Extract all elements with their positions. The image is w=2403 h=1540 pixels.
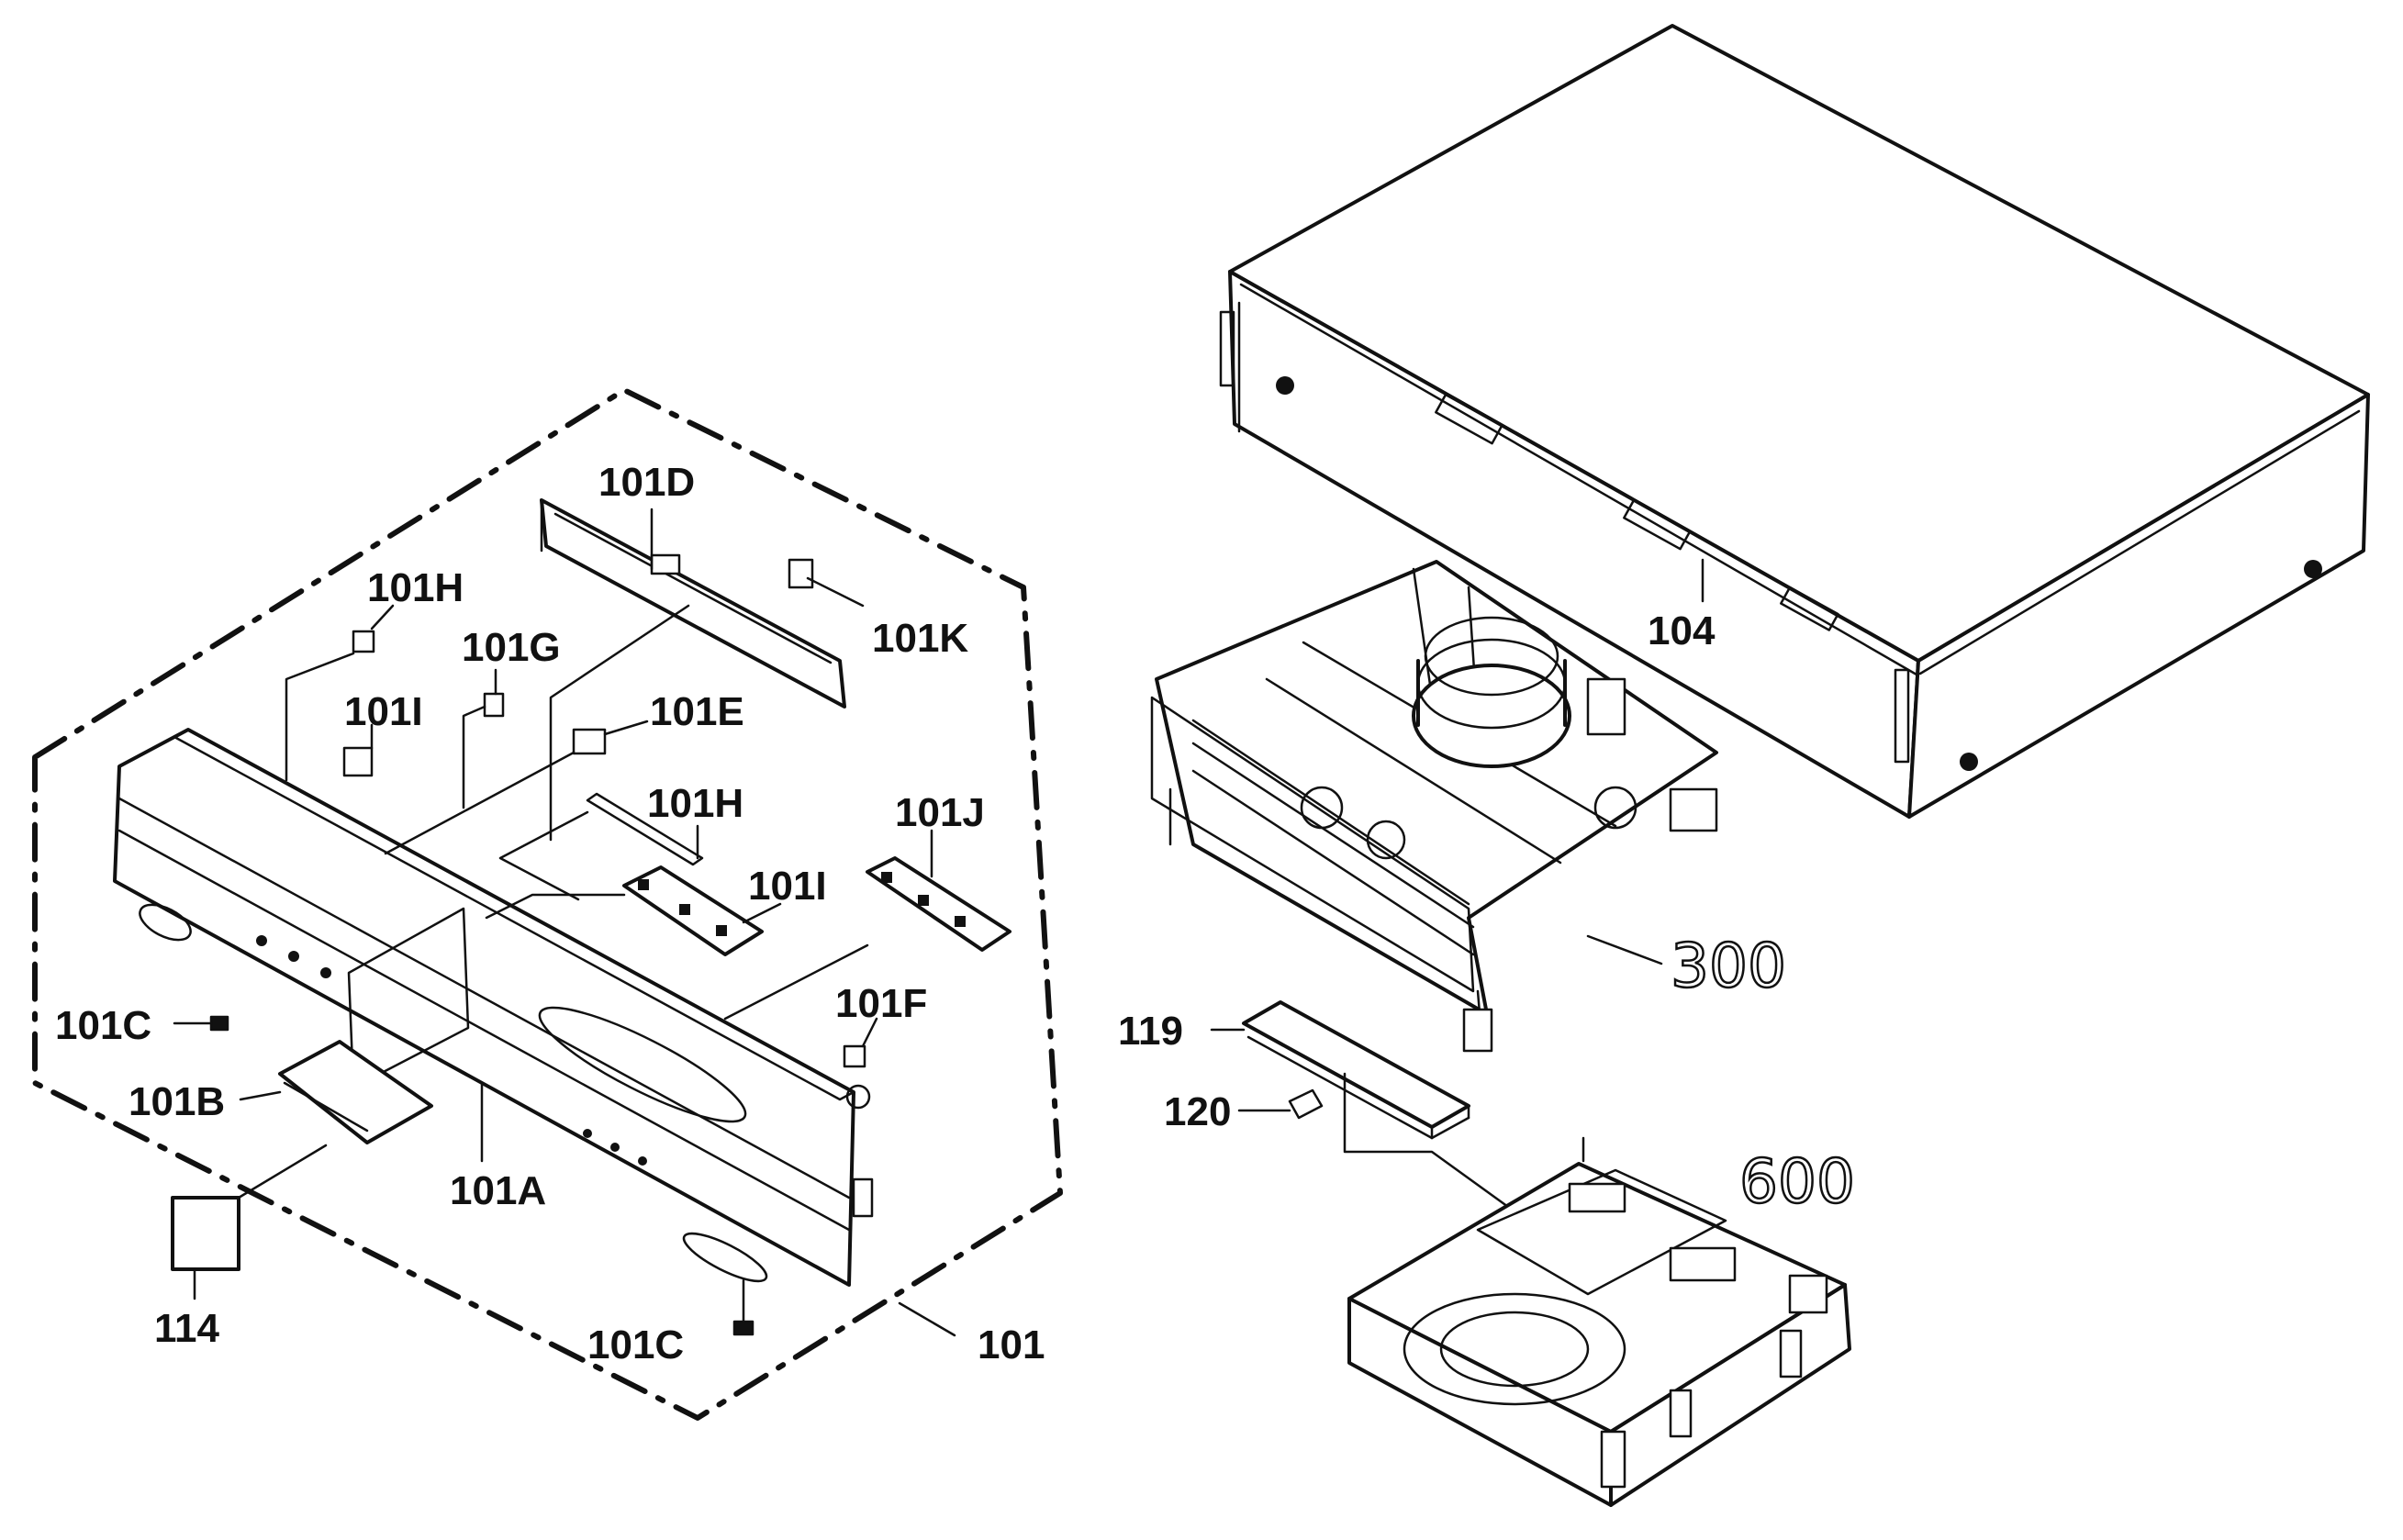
leader-101E [603, 720, 649, 736]
label-101H-top: 101H [367, 565, 464, 610]
part-101C-bottom [732, 1320, 754, 1336]
label-101H-mid: 101H [647, 781, 743, 826]
connector-101D [549, 604, 690, 842]
label-101C-bottom: 101C [587, 1322, 684, 1367]
part-119 [1242, 1000, 1470, 1140]
label-101K: 101K [872, 616, 968, 661]
label-119: 119 [1118, 1009, 1183, 1054]
dvd-loader-600 [1347, 1136, 1851, 1507]
label-plate-114 [171, 1196, 240, 1271]
label-114: 114 [154, 1306, 220, 1351]
vcr-mechanism-300 [1150, 560, 1718, 1053]
boundary-101 [32, 387, 1063, 1421]
part-101J [866, 856, 1011, 952]
connector-101G [462, 705, 486, 809]
connector-101J [723, 943, 869, 1021]
leader-101I-mid [742, 902, 782, 924]
part-101I-mid [622, 865, 764, 956]
connector-101H-top [285, 652, 355, 782]
pcb-101D [540, 498, 846, 709]
part-101H-top [352, 630, 375, 653]
label-101F: 101F [835, 981, 927, 1026]
connector-119-600 [1343, 1072, 1516, 1213]
leader-101H-top [370, 604, 395, 631]
leader-101F [861, 1017, 878, 1048]
label-101: 101 [978, 1322, 1045, 1367]
label-101J: 101J [895, 790, 985, 835]
part-101C-left [209, 1015, 229, 1032]
leader-101 [898, 1301, 956, 1337]
leader-101K [806, 576, 865, 608]
top-cover-104 [1219, 24, 2370, 819]
label-101B: 101B [129, 1079, 225, 1124]
label-104: 104 [1648, 608, 1716, 653]
label-101G: 101G [462, 625, 561, 670]
part-101E [572, 728, 607, 755]
part-101G [483, 692, 505, 718]
connector-114-101B [237, 1144, 328, 1200]
label-101D: 101D [598, 460, 695, 505]
label-120: 120 [1164, 1089, 1231, 1134]
leader-300 [1586, 934, 1663, 965]
label-101A: 101A [450, 1168, 546, 1213]
label-300: 300 [1671, 931, 1786, 1001]
part-101F [843, 1044, 866, 1068]
connector-101H-mid [498, 810, 589, 901]
front-panel-101A [113, 728, 874, 1287]
label-101I-top: 101I [344, 689, 423, 734]
connector-101I-mid [485, 893, 626, 920]
part-101H-mid [586, 792, 704, 866]
display-window-101B [278, 1040, 433, 1144]
label-101I-mid: 101I [748, 864, 827, 909]
label-101E: 101E [650, 689, 744, 734]
part-101I-top [342, 746, 374, 777]
part-120 [1288, 1088, 1324, 1120]
label-101C-left: 101C [55, 1003, 151, 1048]
connector-101E [384, 751, 576, 855]
leader-101B [239, 1090, 282, 1101]
label-600: 600 [1739, 1146, 1855, 1217]
